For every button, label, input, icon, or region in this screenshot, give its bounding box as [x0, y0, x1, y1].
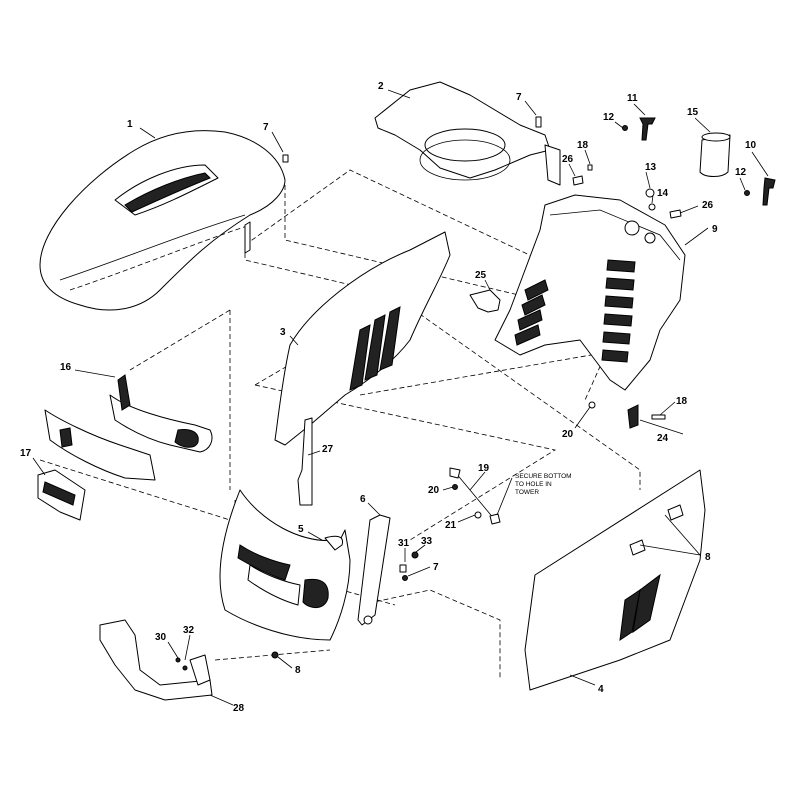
callout-19: 19 — [478, 463, 490, 474]
side-bracket — [357, 514, 391, 626]
callout-7c: 7 — [433, 562, 439, 573]
clip-24 — [627, 404, 639, 429]
callout-12a: 12 — [603, 112, 615, 123]
callout-10: 10 — [745, 140, 757, 151]
callout-13: 13 — [645, 162, 657, 173]
grille-bracket — [297, 417, 313, 506]
fasteners — [271, 116, 750, 659]
callout-18a: 18 — [577, 140, 589, 151]
callout-8a: 8 — [705, 552, 711, 563]
callout-11: 11 — [627, 93, 638, 104]
callout-18b: 18 — [676, 396, 688, 407]
grille-panel — [274, 231, 451, 446]
front-bumper — [99, 619, 213, 701]
callout-4: 4 — [598, 684, 604, 695]
callout-33: 33 — [421, 536, 433, 547]
callout-3: 3 — [280, 327, 286, 338]
callout-7a: 7 — [263, 122, 269, 133]
bracket-25 — [469, 289, 501, 313]
callout-20a: 20 — [562, 429, 574, 440]
side-panel — [524, 469, 706, 691]
grille-insert — [37, 469, 86, 521]
callout-24: 24 — [657, 433, 669, 444]
leader-lines — [32, 89, 769, 706]
note-line-3: TOWER — [515, 489, 539, 496]
callout-1: 1 — [127, 119, 133, 130]
front-nose — [219, 489, 351, 641]
headlight-assembly — [44, 374, 213, 481]
callout-9: 9 — [712, 224, 718, 235]
callout-28: 28 — [233, 703, 245, 714]
support-rod — [449, 467, 501, 525]
callout-8b: 8 — [295, 665, 301, 676]
console-tower — [494, 194, 686, 391]
callout-labels: 1 2 3 4 5 6 7 7 7 8 8 9 10 11 12 12 13 1… — [20, 81, 757, 714]
callout-26b: 26 — [702, 200, 714, 211]
callout-7b: 7 — [516, 92, 522, 103]
note-line-1: SECURE BOTTOM — [515, 473, 572, 480]
hood — [39, 130, 286, 311]
fuel-tank — [699, 132, 731, 177]
callout-25: 25 — [475, 270, 487, 281]
callout-20b: 20 — [428, 485, 440, 496]
callout-26a: 26 — [562, 154, 574, 165]
dash-top-panel — [374, 81, 561, 186]
assembly-note: SECURE BOTTOM TO HOLE IN TOWER — [515, 473, 572, 496]
callout-6: 6 — [360, 494, 366, 505]
callout-16: 16 — [60, 362, 72, 373]
callout-27: 27 — [322, 444, 334, 455]
callout-32: 32 — [183, 625, 195, 636]
callout-14: 14 — [657, 188, 669, 199]
callout-30: 30 — [155, 632, 167, 643]
callout-15: 15 — [687, 107, 699, 118]
callout-5: 5 — [298, 524, 304, 535]
callout-2: 2 — [378, 81, 384, 92]
callout-21: 21 — [445, 520, 457, 531]
handle-10 — [762, 177, 776, 206]
callout-31: 31 — [398, 538, 410, 549]
note-line-2: TO HOLE IN — [515, 481, 552, 488]
handle-11 — [639, 117, 656, 141]
callout-12b: 12 — [735, 167, 747, 178]
callout-17: 17 — [20, 448, 32, 459]
